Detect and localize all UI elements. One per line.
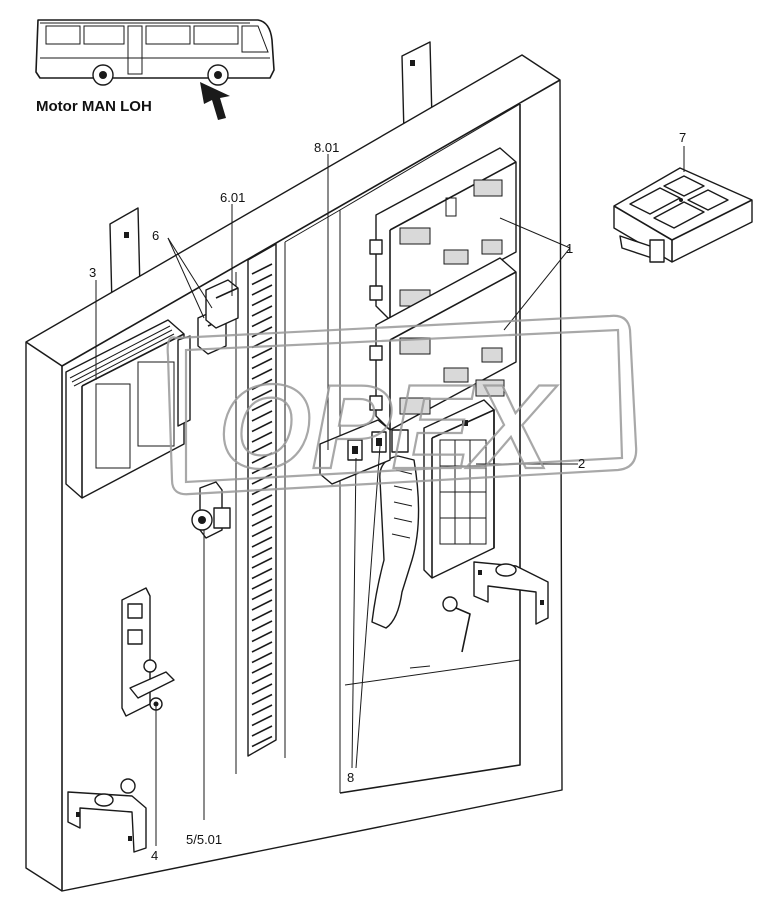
duct-slot — [251, 305, 273, 317]
duct-slot — [251, 620, 273, 632]
duct-slot — [251, 357, 273, 370]
duct-slot — [251, 588, 273, 601]
watermark-text: OPEX — [218, 360, 558, 494]
duct-slot — [251, 410, 273, 422]
label-6: 6 — [152, 228, 159, 243]
duct-slot — [251, 525, 273, 538]
duct-slot — [251, 630, 273, 643]
duct-slot — [251, 494, 273, 506]
label-7: 7 — [679, 130, 686, 145]
duct-slot — [251, 725, 273, 737]
duct-slot — [251, 452, 273, 464]
duct-slot — [251, 431, 273, 443]
leader-lines — [95, 146, 685, 846]
duct-slot — [251, 347, 273, 359]
duct-slot — [251, 284, 273, 296]
label-4: 4 — [151, 848, 158, 863]
duct-slot — [251, 693, 273, 706]
duct-slot — [251, 546, 273, 559]
duct-slot — [251, 651, 273, 664]
label-3: 3 — [89, 265, 96, 280]
label-801: 8.01 — [314, 140, 339, 155]
label-5: 5/5.01 — [186, 832, 222, 847]
fuse-holder-4 — [121, 587, 175, 717]
duct-slot — [251, 515, 273, 527]
duct-slot — [251, 683, 273, 695]
bracket-lower-left — [67, 778, 147, 853]
module-7 — [613, 167, 753, 263]
connector-5 — [191, 481, 231, 539]
duct-slot — [251, 368, 273, 380]
label-1: 1 — [566, 241, 573, 256]
duct-slot — [251, 504, 273, 517]
duct-slot — [251, 609, 273, 622]
cable-duct — [247, 243, 277, 757]
duct-slot — [251, 536, 273, 548]
duct-slot — [251, 294, 273, 307]
duct-slot — [251, 704, 273, 716]
duct-slot — [251, 389, 273, 401]
engine-title: Motor MAN LOH — [36, 98, 152, 115]
duct-slot — [251, 326, 273, 338]
duct-slot — [251, 399, 273, 412]
duct-slot — [251, 263, 273, 275]
label-8: 8 — [347, 770, 354, 785]
label-601: 6.01 — [220, 190, 245, 205]
duct-slot — [251, 578, 273, 590]
duct-slot — [251, 473, 273, 485]
duct-slot — [251, 441, 273, 454]
control-unit-2 — [371, 399, 495, 629]
arrow-pointer-icon — [200, 82, 230, 120]
duct-slot — [251, 672, 273, 685]
duct-slot — [251, 315, 273, 328]
bus-icon — [35, 19, 275, 120]
duct-slot — [251, 378, 273, 391]
relay-601 — [205, 279, 239, 329]
duct-slot — [251, 599, 273, 611]
duct-slot — [251, 641, 273, 653]
duct-slot — [251, 462, 273, 475]
control-unit-1-lower — [369, 257, 517, 431]
duct-slot — [251, 662, 273, 674]
duct-slot — [251, 273, 273, 286]
duct-slot — [251, 714, 273, 727]
duct-slot — [251, 420, 273, 433]
duct-slot — [251, 567, 273, 580]
duct-slot — [251, 735, 273, 748]
opex-watermark: OPEX — [166, 314, 638, 496]
control-unit-1-upper — [369, 147, 517, 321]
bracket-lower-right — [442, 561, 549, 653]
label-2: 2 — [578, 456, 585, 471]
duct-slot — [251, 557, 273, 569]
